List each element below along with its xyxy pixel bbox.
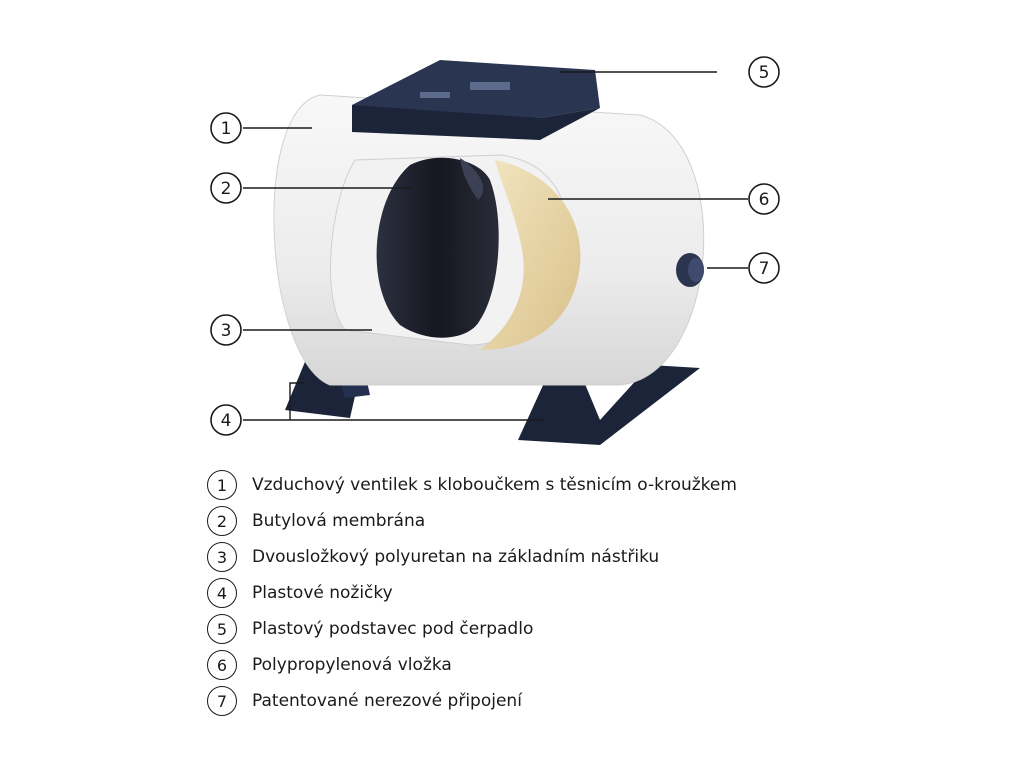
membrane-fold (460, 158, 484, 200)
legend-item: 2 Butylová membrána (207, 503, 737, 539)
callout-1: 1 (210, 112, 242, 144)
svg-text:6: 6 (759, 190, 770, 210)
stand-slot (470, 82, 510, 90)
legend-number: 1 (207, 470, 237, 500)
svg-text:3: 3 (221, 321, 232, 341)
legend: 1 Vzduchový ventilek s kloboučkem s těsn… (207, 467, 737, 719)
tank-body (273, 94, 705, 386)
legend-label: Dvousložkový polyuretan na základním nás… (252, 547, 660, 567)
callout-4: 4 (210, 404, 242, 436)
legend-number: 5 (207, 614, 237, 644)
svg-text:2: 2 (221, 179, 232, 199)
legend-item: 6 Polypropylenová vložka (207, 647, 737, 683)
legend-item: 4 Plastové nožičky (207, 575, 737, 611)
stainless-connection (676, 253, 704, 287)
callout-5: 5 (748, 56, 780, 88)
legend-label: Patentované nerezové připojení (252, 691, 522, 711)
svg-text:5: 5 (759, 63, 770, 83)
legend-label: Plastový podstavec pod čerpadlo (252, 619, 534, 639)
leader-line-4-branch (289, 382, 305, 420)
legend-number: 2 (207, 506, 237, 536)
pump-stand (352, 60, 600, 140)
svg-text:4: 4 (221, 411, 232, 431)
callout-2: 2 (210, 172, 242, 204)
legend-item: 7 Patentované nerezové připojení (207, 683, 737, 719)
legend-number: 6 (207, 650, 237, 680)
butyl-membrane (376, 157, 499, 338)
legend-label: Vzduchový ventilek s kloboučkem s těsnic… (252, 475, 737, 495)
legend-item: 5 Plastový podstavec pod čerpadlo (207, 611, 737, 647)
callout-markers: 1 2 3 4 5 6 7 (210, 56, 780, 436)
legend-number: 7 (207, 686, 237, 716)
legend-item: 3 Dvousložkový polyuretan na základním n… (207, 539, 737, 575)
legend-number: 4 (207, 578, 237, 608)
callout-7: 7 (748, 252, 780, 284)
pressure-tank-diagram: 1 2 3 4 5 6 7 (210, 56, 780, 445)
callout-3: 3 (210, 314, 242, 346)
callout-6: 6 (748, 183, 780, 215)
legend-label: Polypropylenová vložka (252, 655, 452, 675)
leader-lines (243, 71, 748, 421)
legend-item: 1 Vzduchový ventilek s kloboučkem s těsn… (207, 467, 737, 503)
svg-text:7: 7 (759, 259, 770, 279)
stand-slot (420, 92, 450, 98)
svg-text:1: 1 (221, 119, 232, 139)
polypropylene-liner (480, 160, 581, 350)
legend-label: Plastové nožičky (252, 583, 393, 603)
stand-front (352, 105, 600, 140)
legend-label: Butylová membrána (252, 511, 426, 531)
legend-number: 3 (207, 542, 237, 572)
